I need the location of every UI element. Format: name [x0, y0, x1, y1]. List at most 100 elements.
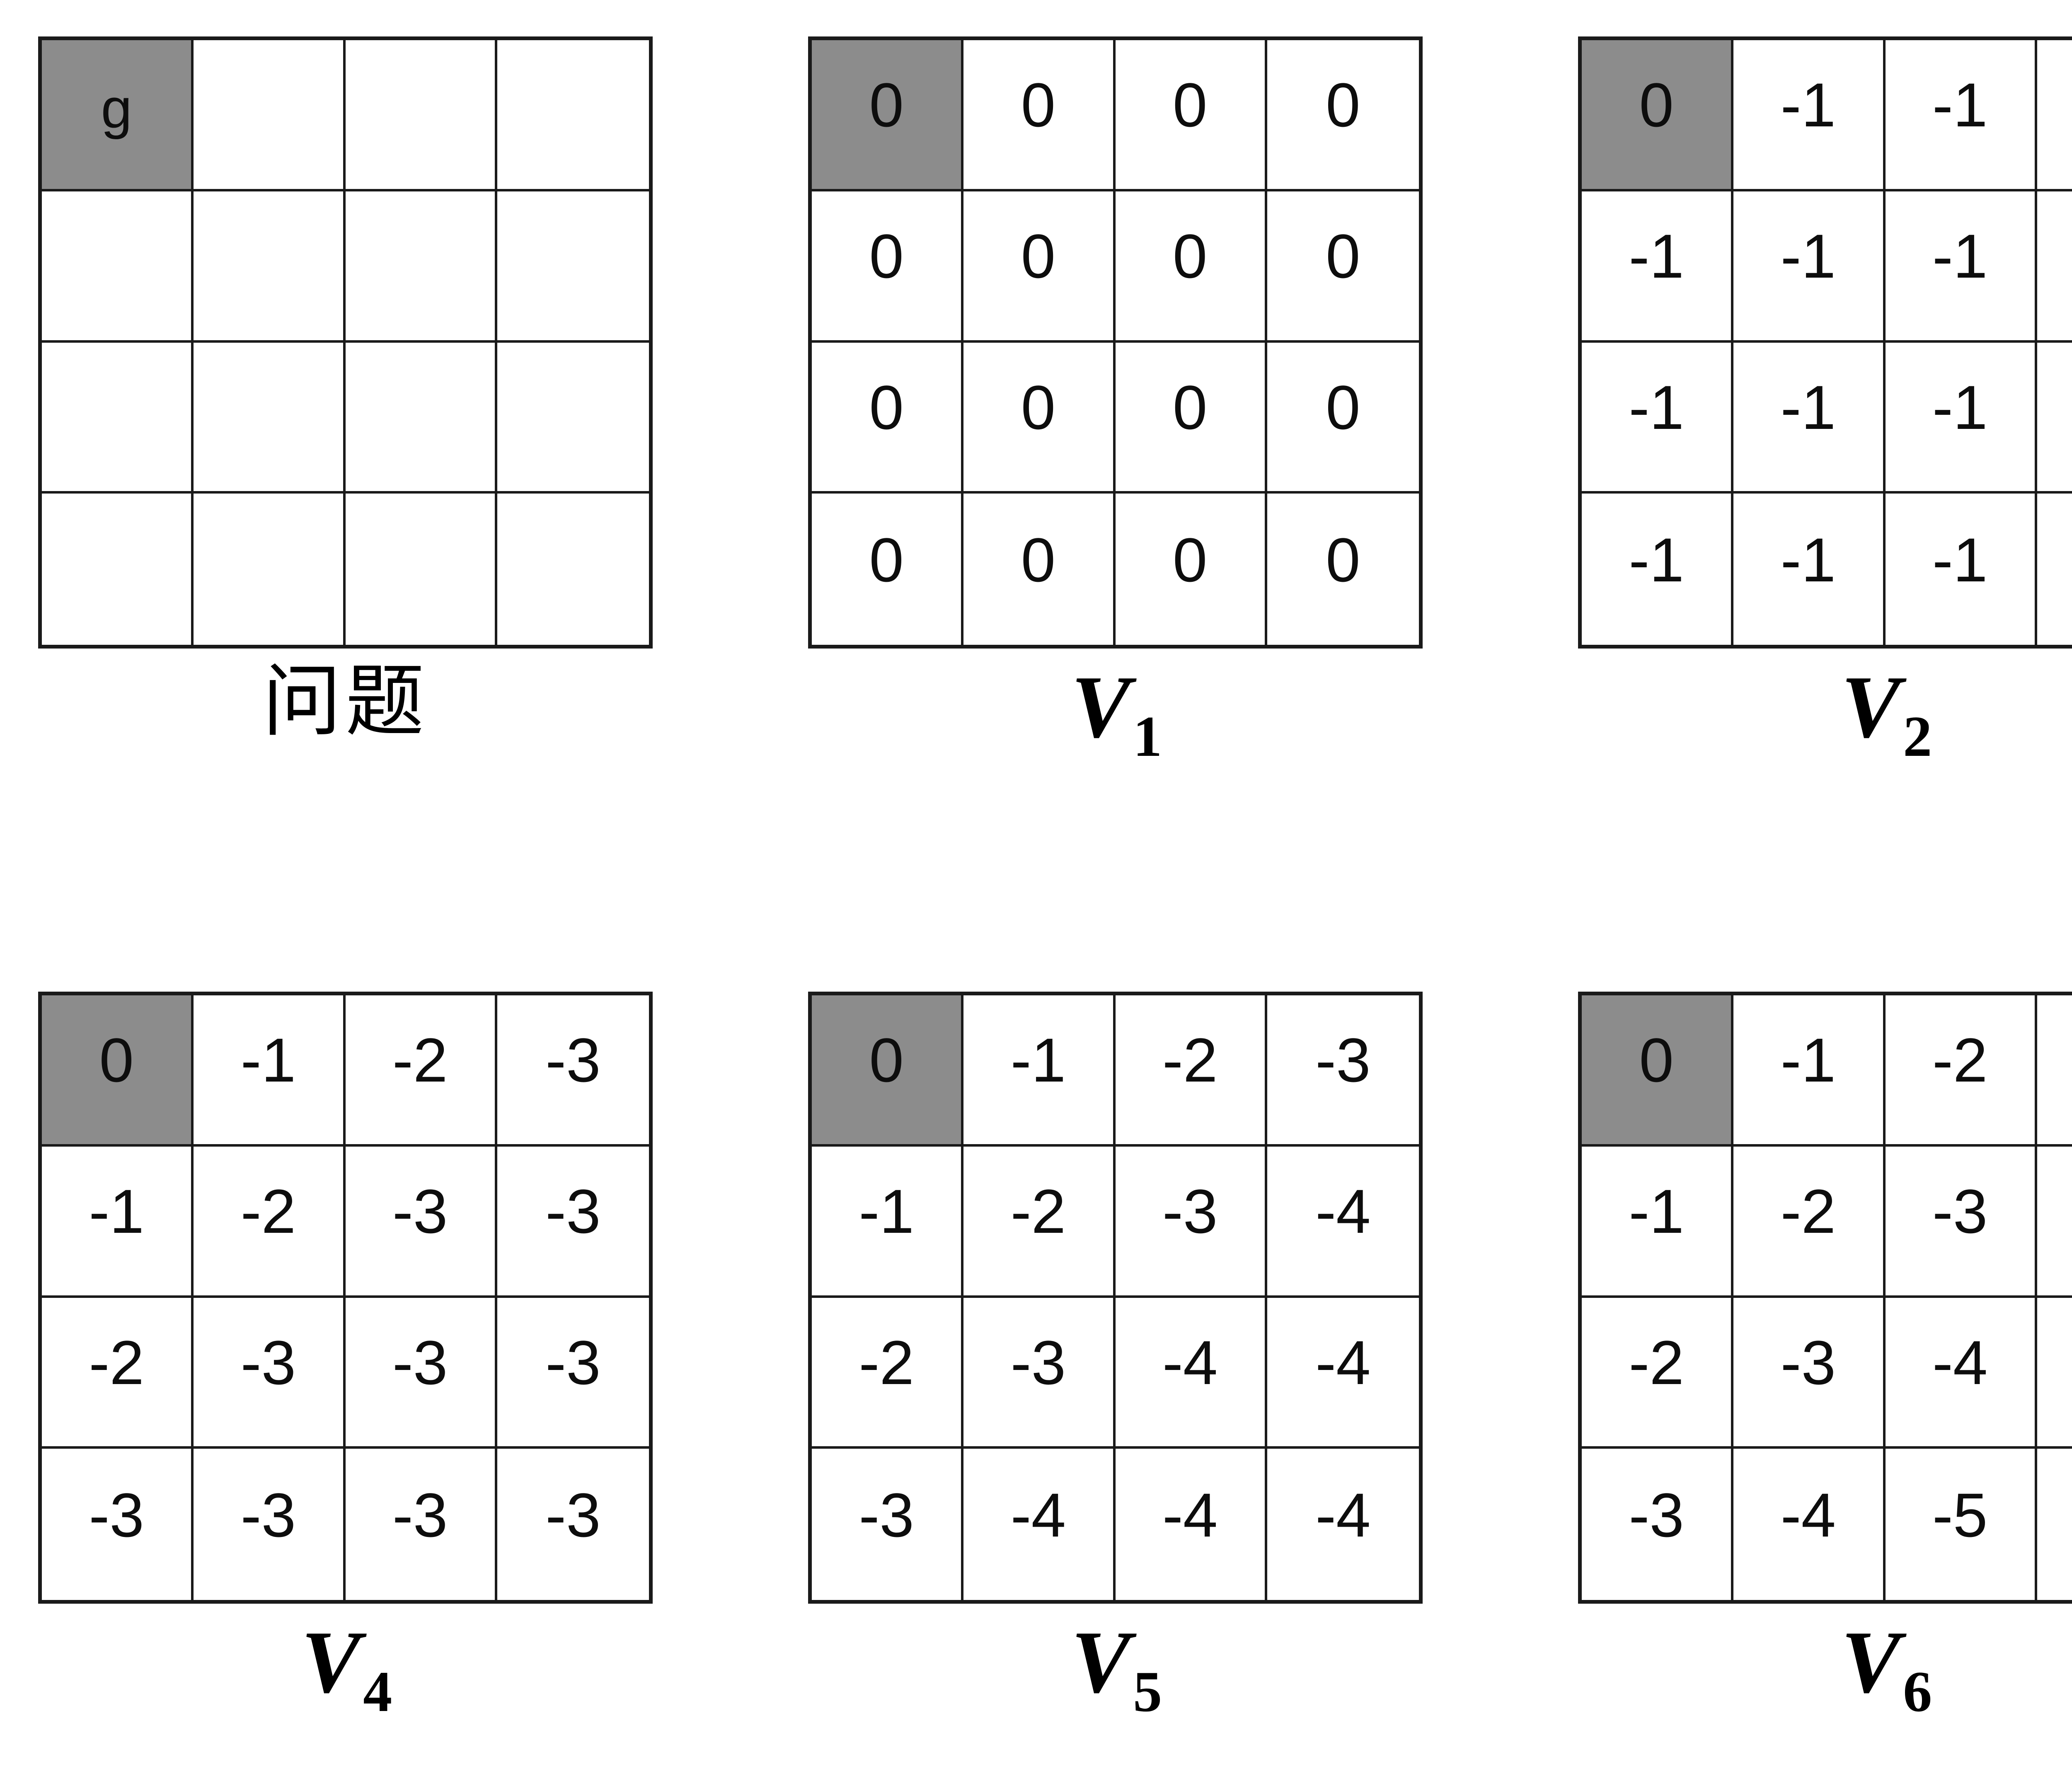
grid-cell-v1-r3c1: 0: [812, 342, 964, 494]
panel-v6: 0-1-2-3-1-2-3-4-2-3-4-5-3-4-5-5V6: [1578, 992, 2072, 1724]
value-grid-v4: 0-1-2-3-1-2-3-3-2-3-3-3-3-3-3-3: [38, 992, 653, 1604]
grid-cell-v4-r4c1: -3: [42, 1449, 194, 1600]
grid-cell-v4-r3c3: -3: [345, 1297, 497, 1449]
grid-cell-v2-r4c2: -1: [1733, 494, 1886, 645]
grid-cell-problem-r3c1: [42, 342, 194, 494]
grid-cell-v6-r2c1: -1: [1582, 1146, 1734, 1298]
grid-cell-v4-r2c1: -1: [42, 1146, 194, 1298]
grid-cell-v5-r2c2: -2: [963, 1146, 1116, 1298]
terminal-cell-v1-r1c1: 0: [812, 40, 964, 191]
grid-cell-problem-r4c2: [194, 494, 346, 645]
grid-cell-v5-r2c4: -4: [1267, 1146, 1419, 1298]
grid-cell-v6-r1c3: -2: [1885, 995, 2037, 1147]
grid-cell-v4-r4c4: -3: [497, 1449, 649, 1600]
grid-cell-problem-r4c3: [345, 494, 497, 645]
caption-v1: V1: [808, 662, 1423, 769]
grid-cell-problem-r1c4: [497, 40, 649, 191]
grid-cell-v6-r3c3: -4: [1885, 1297, 2037, 1449]
grid-cell-v2-r4c4: -1: [2037, 494, 2072, 645]
grid-cell-problem-r3c4: [497, 342, 649, 494]
grid-cell-v6-r1c4: -3: [2037, 995, 2072, 1147]
grid-cell-v2-r2c4: -1: [2037, 191, 2072, 343]
grid-cell-v1-r2c1: 0: [812, 191, 964, 343]
grid-cell-v1-r4c1: 0: [812, 494, 964, 645]
caption-symbol-v4: V: [301, 1612, 361, 1711]
grid-cell-v5-r1c4: -3: [1267, 995, 1419, 1147]
grid-cell-v1-r3c4: 0: [1267, 342, 1419, 494]
grid-cell-v6-r1c2: -1: [1733, 995, 1886, 1147]
grid-cell-problem-r4c1: [42, 494, 194, 645]
value-grid-v5: 0-1-2-3-1-2-3-4-2-3-4-4-3-4-4-4: [808, 992, 1423, 1604]
caption-problem: 问题: [38, 662, 653, 741]
grid-cell-v1-r1c4: 0: [1267, 40, 1419, 191]
grid-cell-problem-r2c3: [345, 191, 497, 343]
grid-cell-v6-r4c3: -5: [1885, 1449, 2037, 1600]
grid-cell-v5-r4c1: -3: [812, 1449, 964, 1600]
grid-cell-v5-r3c3: -4: [1115, 1297, 1267, 1449]
grid-cell-v4-r4c2: -3: [194, 1449, 346, 1600]
grid-cell-v5-r4c3: -4: [1115, 1449, 1267, 1600]
caption-v5: V5: [808, 1617, 1423, 1724]
value-grid-v2: 0-1-1-1-1-1-1-1-1-1-1-1-1-1-1-1: [1578, 36, 2072, 649]
grid-cell-v4-r2c2: -2: [194, 1146, 346, 1298]
grid-cell-v6-r4c4: -5: [2037, 1449, 2072, 1600]
grid-cell-v2-r2c3: -1: [1885, 191, 2037, 343]
terminal-cell-v2-r1c1: 0: [1582, 40, 1734, 191]
grid-cell-v4-r2c3: -3: [345, 1146, 497, 1298]
grid-cell-v2-r3c3: -1: [1885, 342, 2037, 494]
grid-cell-v5-r4c4: -4: [1267, 1449, 1419, 1600]
grid-cell-v1-r2c3: 0: [1115, 191, 1267, 343]
caption-symbol-v1: V: [1071, 657, 1131, 756]
grid-cell-v1-r4c2: 0: [963, 494, 1116, 645]
grid-cell-v4-r3c1: -2: [42, 1297, 194, 1449]
grid-cell-v1-r1c2: 0: [963, 40, 1116, 191]
grid-cell-v4-r3c2: -3: [194, 1297, 346, 1449]
grid-cell-problem-r1c2: [194, 40, 346, 191]
grid-cell-v2-r2c2: -1: [1733, 191, 1886, 343]
caption-subscript-v5: 5: [1133, 1660, 1162, 1724]
caption-v2: V2: [1578, 662, 2072, 769]
grid-cell-v5-r3c1: -2: [812, 1297, 964, 1449]
grid-cell-v2-r1c4: -1: [2037, 40, 2072, 191]
grid-cell-v2-r4c1: -1: [1582, 494, 1734, 645]
caption-subscript-v4: 4: [363, 1660, 392, 1724]
grid-cell-problem-r2c1: [42, 191, 194, 343]
grid-cell-v5-r2c1: -1: [812, 1146, 964, 1298]
grid-cell-v5-r1c2: -1: [963, 995, 1116, 1147]
caption-label-problem: 问题: [262, 656, 428, 747]
grid-cell-v4-r3c4: -3: [497, 1297, 649, 1449]
grid-cell-v6-r4c2: -4: [1733, 1449, 1886, 1600]
caption-symbol-v6: V: [1841, 1612, 1901, 1711]
grid-cell-v6-r2c4: -4: [2037, 1146, 2072, 1298]
grid-cell-v6-r3c2: -3: [1733, 1297, 1886, 1449]
grid-cell-v4-r2c4: -3: [497, 1146, 649, 1298]
value-grid-v6: 0-1-2-3-1-2-3-4-2-3-4-5-3-4-5-5: [1578, 992, 2072, 1604]
grid-cell-v5-r2c3: -3: [1115, 1146, 1267, 1298]
grid-cell-v2-r4c3: -1: [1885, 494, 2037, 645]
grid-cell-v6-r4c1: -3: [1582, 1449, 1734, 1600]
terminal-cell-v6-r1c1: 0: [1582, 995, 1734, 1147]
grid-cell-v6-r3c4: -5: [2037, 1297, 2072, 1449]
grid-cell-v1-r4c4: 0: [1267, 494, 1419, 645]
caption-symbol-v5: V: [1071, 1612, 1131, 1711]
caption-subscript-v6: 6: [1903, 1660, 1932, 1724]
grid-cell-v1-r3c2: 0: [963, 342, 1116, 494]
grid-cell-v2-r3c4: -1: [2037, 342, 2072, 494]
caption-subscript-v2: 2: [1903, 704, 1932, 769]
caption-v6: V6: [1578, 1617, 2072, 1724]
grid-cell-v1-r3c3: 0: [1115, 342, 1267, 494]
caption-subscript-v1: 1: [1133, 704, 1162, 769]
terminal-cell-v5-r1c1: 0: [812, 995, 964, 1147]
grid-cell-v2-r1c3: -1: [1885, 40, 2037, 191]
grid-cell-v5-r1c3: -2: [1115, 995, 1267, 1147]
grid-cell-v4-r1c3: -2: [345, 995, 497, 1147]
grid-cell-problem-r2c4: [497, 191, 649, 343]
grid-cell-v4-r1c4: -3: [497, 995, 649, 1147]
grid-cell-problem-r3c2: [194, 342, 346, 494]
